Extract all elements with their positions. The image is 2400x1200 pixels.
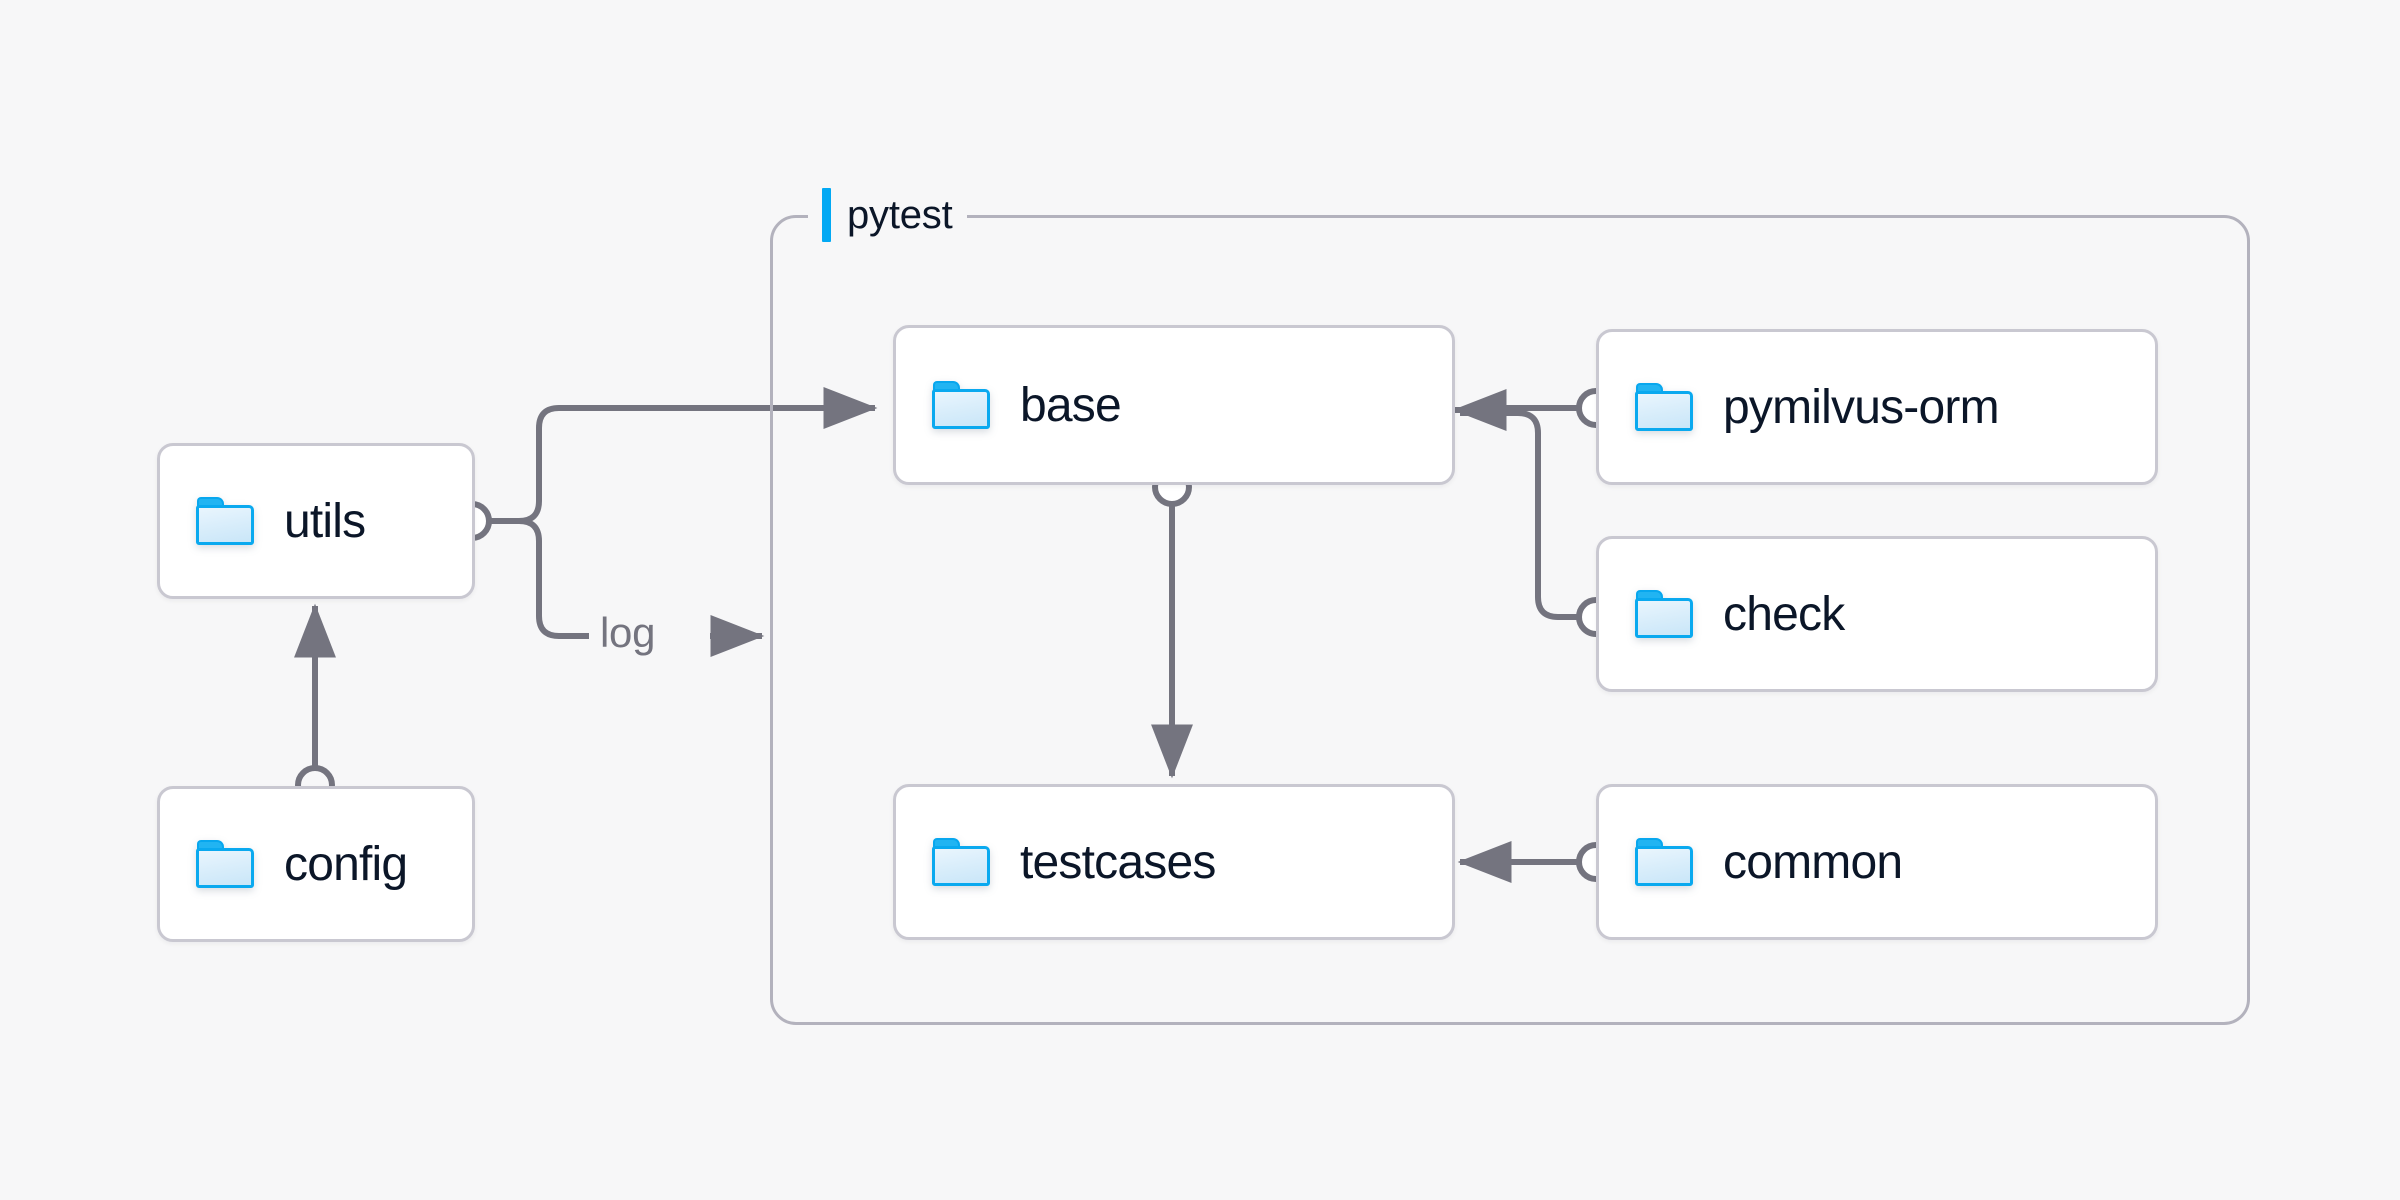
node-label-common: common	[1723, 835, 1903, 889]
node-label-check: check	[1723, 587, 1845, 641]
node-testcases[interactable]: testcases	[893, 784, 1455, 940]
group-container-pytest	[770, 215, 2250, 1025]
node-config[interactable]: config	[157, 786, 475, 942]
node-common[interactable]: common	[1596, 784, 2158, 940]
folder-icon	[196, 497, 254, 545]
node-label-base: base	[1020, 378, 1122, 432]
folder-icon	[196, 840, 254, 888]
node-label-config: config	[284, 837, 408, 891]
node-utils[interactable]: utils	[157, 443, 475, 599]
node-pymilvus-orm[interactable]: pymilvus-orm	[1596, 329, 2158, 485]
node-label-pymilvus-orm: pymilvus-orm	[1723, 380, 2000, 434]
folder-icon	[1635, 838, 1693, 886]
folder-icon	[932, 381, 990, 429]
node-label-utils: utils	[284, 494, 366, 548]
edge-config-to-utils	[294, 603, 336, 805]
folder-icon	[1635, 383, 1693, 431]
node-base[interactable]: base	[893, 325, 1455, 485]
accent-bar-icon	[822, 188, 831, 242]
folder-icon	[932, 838, 990, 886]
group-label-pytest: pytest	[808, 186, 967, 244]
node-label-testcases: testcases	[1020, 835, 1216, 889]
folder-icon	[1635, 590, 1693, 638]
group-title-text: pytest	[847, 193, 953, 237]
edge-label-log: log	[600, 609, 656, 656]
node-check[interactable]: check	[1596, 536, 2158, 692]
